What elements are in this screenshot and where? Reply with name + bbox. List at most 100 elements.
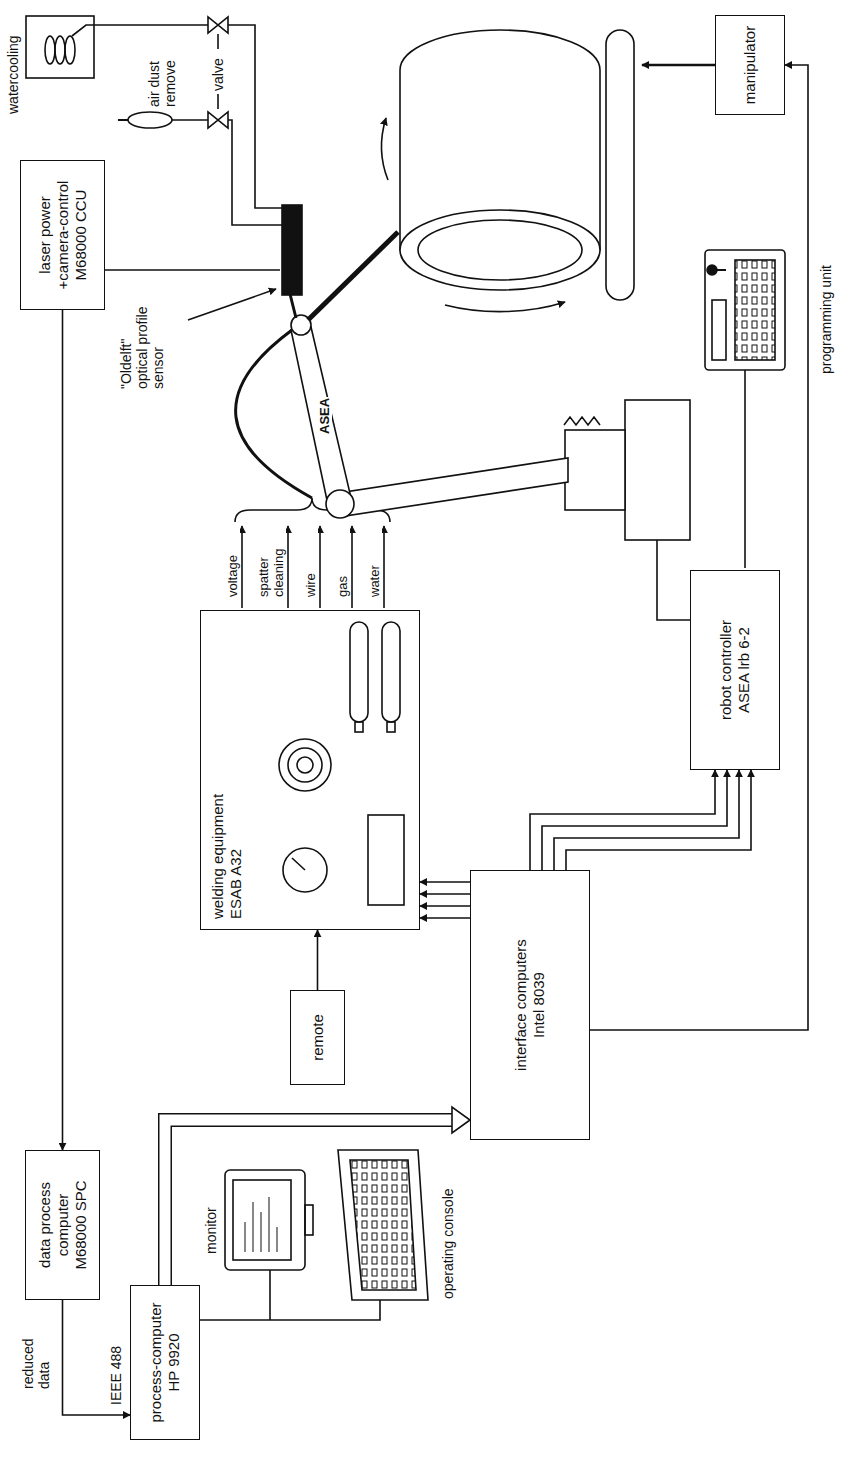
model-name: HP 9920 — [165, 1333, 183, 1391]
leader-line — [188, 289, 276, 320]
connector — [420, 882, 470, 918]
signal-label: reduced data — [20, 1320, 52, 1390]
hollow-arrow-outline — [165, 1120, 452, 1285]
computer-box: data process computerM68000 SPC — [25, 1150, 100, 1300]
console-body — [338, 1150, 428, 1300]
connector-line — [420, 893, 470, 895]
connector-line — [62, 310, 64, 1150]
programming-unit — [705, 250, 785, 370]
part-label: air dust remove — [146, 36, 178, 108]
part-label: watercooling — [5, 15, 21, 115]
cylinder-valve — [355, 722, 363, 732]
valve-symbol — [208, 112, 228, 128]
monitor-housing — [225, 1170, 305, 1270]
controller-box: robot controllerASEA lrb 6-2 — [690, 570, 780, 770]
connector-line — [530, 770, 715, 870]
supply-line — [287, 526, 289, 608]
connector-line — [317, 930, 319, 990]
gas-cylinder — [382, 622, 400, 722]
air-pipe — [172, 120, 282, 225]
unit-display — [712, 300, 726, 360]
supply-label: wire — [303, 526, 318, 598]
connector-line — [420, 905, 470, 907]
connector — [590, 65, 808, 1030]
cooling-coil — [55, 36, 65, 64]
sensor-cable — [105, 269, 280, 271]
supply-line — [351, 526, 353, 608]
balance-spring — [564, 417, 600, 425]
monitor-screen — [233, 1180, 291, 1260]
connector — [62, 310, 63, 1150]
connector — [530, 770, 751, 870]
node-title: welding equipment — [209, 794, 227, 919]
node-title: data process computer — [36, 1157, 72, 1293]
brand-label: ASEA — [317, 397, 332, 435]
blower-nozzle — [118, 119, 128, 121]
cooling-box — [26, 16, 94, 78]
rotation-arrow — [445, 302, 565, 312]
cooling-coil — [65, 36, 75, 64]
node-title: laser power +camera-control — [36, 167, 72, 303]
pipe-end — [400, 210, 600, 290]
connector-line — [590, 65, 808, 1030]
wire-reel — [279, 739, 331, 791]
supply-label: gas — [335, 526, 350, 598]
controller-box: laser power +camera-controlM68000 CCU — [20, 160, 105, 310]
profile-sensor — [282, 205, 302, 295]
connector-line — [542, 770, 727, 870]
model-name: Intel 8039 — [530, 972, 548, 1038]
rotation-arrow — [381, 118, 388, 180]
upper-arm — [291, 327, 352, 505]
roller — [606, 30, 634, 300]
connector-line — [554, 770, 739, 870]
hollow-arrow-head — [452, 1107, 470, 1133]
node-title: process-computer — [147, 1302, 165, 1422]
sensor-bracket — [290, 294, 296, 318]
gas-cylinder — [350, 622, 368, 722]
connector-line — [420, 917, 470, 919]
air-blower — [128, 112, 172, 128]
supply-line — [383, 526, 385, 608]
robot-base — [625, 400, 690, 540]
connector — [317, 930, 318, 990]
model-name: ESAB A32 — [227, 849, 245, 919]
joystick-knob — [707, 265, 717, 275]
supply-label: water — [367, 526, 382, 598]
wire-reel — [288, 748, 322, 782]
robot-cable — [657, 540, 690, 620]
drive-arrow — [642, 64, 715, 67]
model-name: M68000 CCU — [72, 190, 90, 281]
connector-line — [63, 1300, 131, 1415]
console-keys — [350, 1160, 416, 1290]
part-label: operating console — [440, 1140, 456, 1300]
unit-cable — [744, 370, 746, 568]
gauge-needle — [292, 858, 305, 870]
bus-label: IEEE 488 — [108, 1326, 124, 1406]
cylinder-valve — [387, 722, 395, 732]
model-name: M68000 SPC — [72, 1180, 90, 1269]
supply-label: voltage — [225, 526, 240, 598]
computer-box: process-computerHP 9920 — [130, 1285, 200, 1440]
part-label: "Oldelft" optical profile sensor — [118, 295, 166, 390]
model-name: ASEA lrb 6-2 — [735, 627, 753, 713]
lower-arm — [345, 458, 568, 516]
connector-line — [566, 770, 751, 870]
unit-keys — [735, 260, 775, 360]
node-title: robot controller — [717, 620, 735, 720]
node-title: interface computers — [512, 939, 530, 1071]
computer-box: interface computersIntel 8039 — [470, 870, 590, 1140]
part-label: valve — [210, 52, 226, 92]
welding-torch — [308, 232, 398, 320]
part-label: monitor — [203, 1185, 219, 1255]
part-label: programming unit — [818, 235, 834, 375]
pipe-bore — [418, 220, 582, 280]
wire-reel — [297, 757, 313, 773]
hollow-arrow-body — [165, 1120, 452, 1285]
elbow-joint — [326, 490, 354, 518]
manipulator-box: manipulator — [715, 15, 785, 115]
node-title: remote — [309, 1014, 327, 1061]
robot-turret — [565, 430, 625, 510]
gauge — [283, 848, 327, 892]
screen-text — [245, 1197, 277, 1252]
